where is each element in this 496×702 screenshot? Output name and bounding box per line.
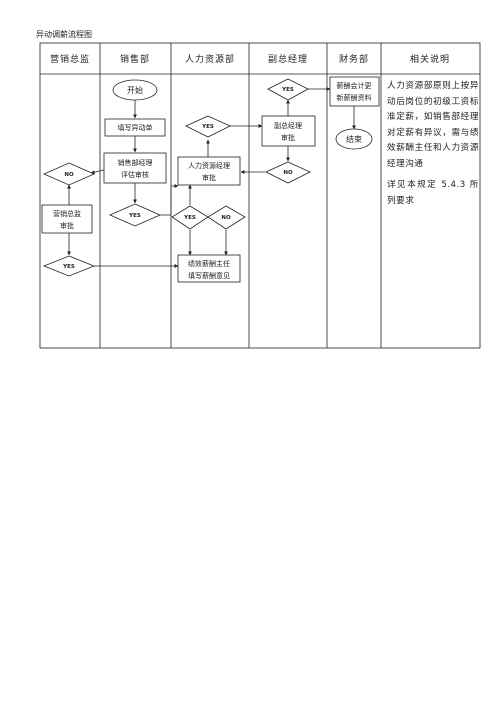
compensation-opinion-line1: 绩效薪酬主任 xyxy=(188,259,230,268)
sales-manager-review-box xyxy=(103,152,167,184)
start-label: 开始 xyxy=(127,85,143,95)
end-label: 结束 xyxy=(346,134,362,144)
marketing-director-approval-line1: 营销总监 xyxy=(53,209,81,218)
column-header-vice-president: 副总经理 xyxy=(268,53,308,65)
compensation-opinion-box xyxy=(177,254,241,283)
hr-yes-diamond-lower xyxy=(171,205,209,230)
vp-approval-line1: 副总经理 xyxy=(274,121,302,130)
vp-no-diamond xyxy=(265,161,311,184)
vp-approval-box xyxy=(261,115,316,147)
vp-approval-line2: 审批 xyxy=(281,133,295,142)
hr-no-label-lower: NO xyxy=(221,215,231,221)
payroll-update-line2: 新薪酬资料 xyxy=(337,93,372,102)
hr-manager-approval-line2: 审批 xyxy=(202,173,216,182)
marketing-director-approval-line2: 审批 xyxy=(60,221,74,230)
vp-yes-label: YES xyxy=(281,87,294,93)
hr-yes-label-lower: YES xyxy=(183,215,196,221)
column-header-notes: 相关说明 xyxy=(410,53,450,65)
page-title: 异动调薪流程图 xyxy=(36,30,92,39)
sales-yes-diamond xyxy=(109,203,161,227)
marketing-no-label: NO xyxy=(64,172,74,178)
vp-no-label: NO xyxy=(283,170,293,176)
marketing-no-diamond xyxy=(43,162,95,186)
vp-yes-diamond xyxy=(267,78,309,101)
marketing-yes-diamond xyxy=(42,255,96,277)
marketing-yes-label: YES xyxy=(62,264,75,270)
column-header-sales: 销售部 xyxy=(120,53,150,65)
hr-manager-approval-box xyxy=(177,156,241,186)
payroll-update-line1: 薪酬会计更 xyxy=(337,81,372,90)
note-paragraph-2: 详见本规定 5.4.3 所列要求 xyxy=(387,180,479,206)
connectors xyxy=(67,87,356,268)
start-node xyxy=(112,79,158,101)
sales-manager-review-line1: 销售部经理 xyxy=(118,158,153,167)
notes-column: 人力资源部原则上按异动后岗位的初级工资标准定薪，如销售部经理对定薪有异议，需与绩… xyxy=(387,79,479,209)
hr-manager-approval-line1: 人力资源经理 xyxy=(188,161,230,170)
fill-form-label: 填写异动单 xyxy=(118,123,153,132)
fill-form-box xyxy=(104,118,166,137)
compensation-opinion-line2: 填写薪酬意见 xyxy=(188,271,230,280)
column-header-finance: 财务部 xyxy=(339,53,369,65)
hr-yes-diamond xyxy=(185,115,231,138)
hr-no-diamond-lower xyxy=(207,205,246,230)
sales-yes-label: YES xyxy=(128,213,141,219)
payroll-update-box xyxy=(329,76,380,107)
table-grid xyxy=(39,42,481,349)
column-header-hr: 人力资源部 xyxy=(185,53,235,65)
sales-manager-review-line2: 评估审核 xyxy=(121,170,149,179)
column-header-marketing-director: 营销总监 xyxy=(50,53,90,65)
note-paragraph-1: 人力资源部原则上按异动后岗位的初级工资标准定薪，如销售部经理对定薪有异议，需与绩… xyxy=(387,81,479,169)
hr-yes-label: YES xyxy=(201,124,214,130)
end-node xyxy=(335,128,373,150)
marketing-director-approval-box xyxy=(41,204,93,234)
